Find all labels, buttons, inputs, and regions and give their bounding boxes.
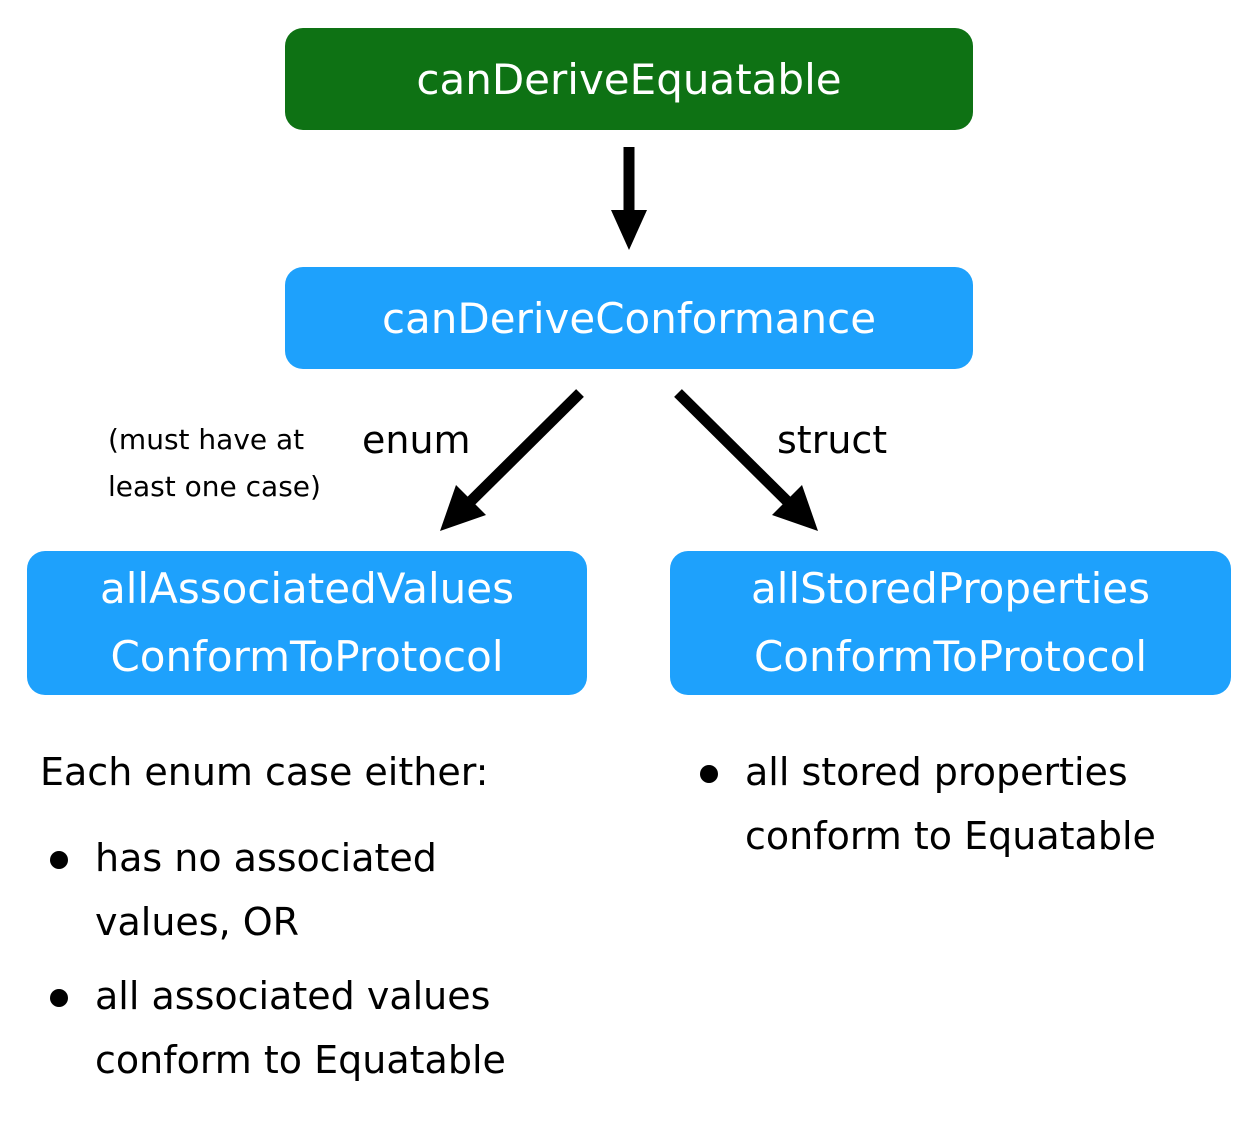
edge-label-struct: struct	[777, 418, 888, 462]
bullet-line2: conform to Equatable	[95, 1038, 506, 1082]
node-can-derive-conformance: canDeriveConformance	[285, 267, 973, 369]
list-item: all stored properties conform to Equatab…	[690, 740, 1230, 868]
enum-description-lead: Each enum case either:	[40, 750, 489, 794]
bullet-line1: all associated values	[95, 974, 491, 1018]
list-item: all associated values conform to Equatab…	[40, 964, 600, 1092]
arrow-root-to-derive	[611, 147, 647, 250]
list-item: has no associated values, OR	[40, 826, 600, 954]
node-label-line2: ConformToProtocol	[753, 632, 1148, 681]
node-all-associated-values: allAssociatedValues ConformToProtocol	[27, 551, 587, 695]
struct-description: all stored properties conform to Equatab…	[690, 740, 1230, 878]
bullet-icon	[50, 851, 68, 869]
node-label-line1: allStoredProperties	[751, 564, 1150, 613]
note-line2: least one case)	[108, 470, 321, 503]
bullet-line1: has no associated	[95, 836, 437, 880]
enum-note: (must have at least one case)	[108, 416, 321, 510]
node-label: canDeriveConformance	[381, 293, 877, 343]
node-label-line2: ConformToProtocol	[110, 632, 504, 681]
arrow-derive-to-enum	[440, 389, 584, 531]
arrow-derive-to-struct	[674, 389, 818, 531]
node-label-line1: allAssociatedValues	[100, 564, 514, 613]
node-all-stored-properties: allStoredProperties ConformToProtocol	[670, 551, 1231, 695]
note-line1: (must have at	[108, 423, 305, 456]
bullet-line1: all stored properties	[745, 750, 1128, 794]
bullet-line2: values, OR	[95, 900, 300, 944]
bullet-icon	[50, 989, 68, 1007]
edge-label-enum: enum	[362, 418, 471, 462]
node-can-derive-equatable: canDeriveEquatable	[285, 28, 973, 130]
node-label: canDeriveEquatable	[416, 54, 842, 104]
bullet-icon	[700, 765, 718, 783]
enum-description: Each enum case either: has no associated…	[40, 740, 600, 1102]
bullet-line2: conform to Equatable	[745, 814, 1156, 858]
